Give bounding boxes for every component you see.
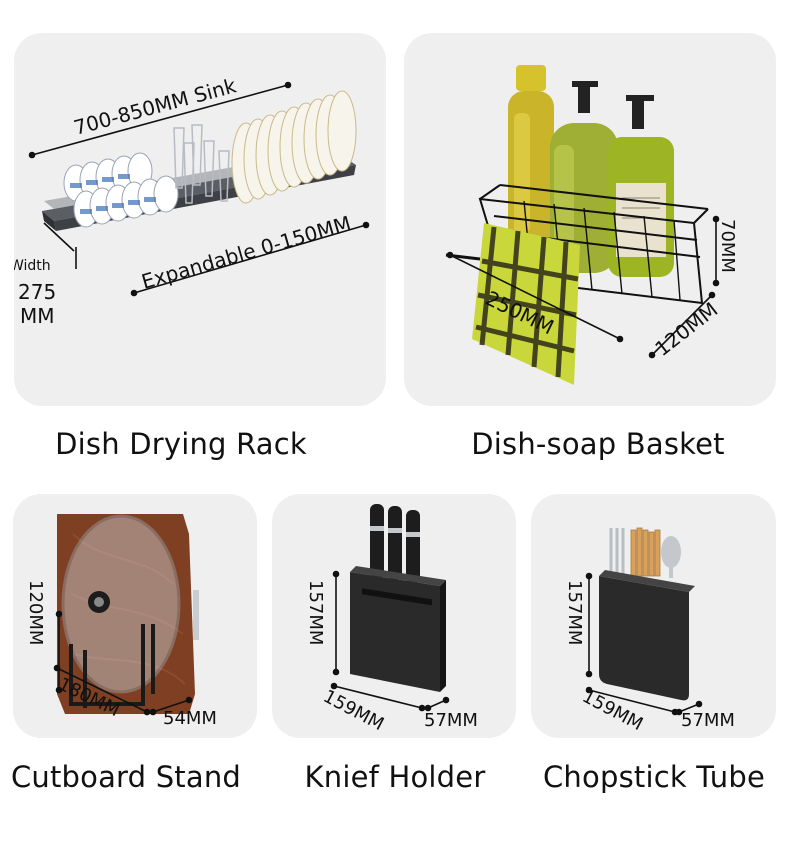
plaid-towel-icon (472, 223, 580, 385)
soap-basket-card: 250MM 120MM 70MM (404, 33, 776, 406)
knife-depth-label: 57MM (424, 710, 478, 731)
utensils-icon (609, 527, 681, 578)
basket-height-label: 70MM (717, 219, 738, 273)
rack-length-label: 700-850MM Sink (71, 73, 239, 139)
chopstick-holder-icon (599, 570, 695, 701)
knife-holder-illustration: 157MM 159MM 57MM (305, 504, 478, 735)
rack-expand-label: Expandable 0-150MM (139, 211, 354, 294)
dish-rack-card: 700-850MM Sink Expandable 0-150MM Width … (14, 33, 386, 406)
chopstick-tube-caption: Chopstick Tube (542, 760, 765, 794)
chopstick-length-label: 159MM (579, 686, 647, 735)
basket-depth-label: 120MM (650, 297, 722, 361)
knife-length-label: 159MM (320, 686, 388, 735)
rack-width-unit: MM (20, 304, 55, 328)
cutboard-height-label: 120MM (25, 580, 46, 645)
rack-width-label: Width (14, 258, 51, 274)
bowl-stack-icon (63, 152, 179, 228)
chopstick-tube-illustration: 157MM 159MM 57MM (564, 527, 735, 735)
knife-block-icon (350, 566, 446, 692)
cutting-board-icon (57, 514, 199, 714)
knife-handles-icon (370, 504, 420, 584)
rack-width-value: 275 (18, 280, 56, 304)
pot-lid-icon (61, 514, 181, 694)
knife-holder-card: 157MM 159MM 57MM (272, 494, 516, 738)
cutboard-stand-illustration: 120MM 180MM 54MM (25, 514, 217, 729)
plates-icon (231, 90, 357, 204)
knife-height-label: 157MM (305, 580, 326, 645)
knife-holder-caption: Knief Holder (304, 760, 486, 794)
cutboard-depth-label: 54MM (163, 708, 217, 729)
lotion-pump-bottle-icon (608, 95, 674, 277)
dish-rack-caption: Dish Drying Rack (55, 427, 307, 461)
chopstick-tube-card: 157MM 159MM 57MM (531, 494, 776, 738)
soap-basket-caption: Dish-soap Basket (471, 427, 725, 461)
cutboard-stand-caption: Cutboard Stand (10, 760, 242, 794)
cutboard-stand-card: 120MM 180MM 54MM (13, 494, 257, 738)
soap-basket-illustration: 250MM 120MM 70MM (445, 65, 738, 385)
dish-rack-illustration: 700-850MM Sink Expandable 0-150MM Width … (14, 73, 370, 328)
chopstick-depth-label: 57MM (681, 710, 735, 731)
chopstick-height-label: 157MM (564, 580, 585, 645)
glasses-icon (173, 124, 230, 204)
soap-pump-bottle-icon (550, 81, 618, 273)
